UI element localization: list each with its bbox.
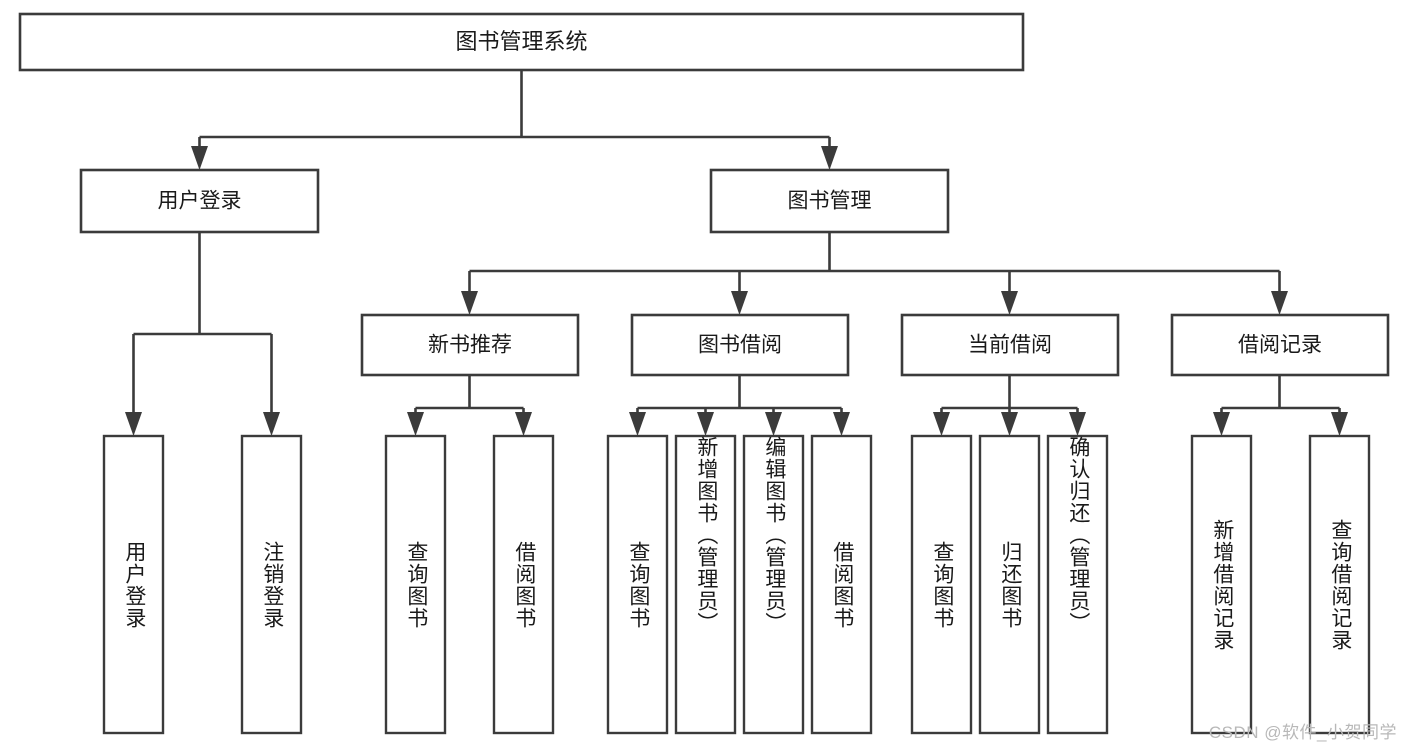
arrow-head-user-login (191, 146, 208, 170)
node-current-borrow[interactable] (900, 313, 1120, 377)
arrow-head-leaf-confirm-return (1069, 412, 1086, 436)
arrow-head-book-management (821, 146, 838, 170)
leaf-box-borrow-book-2[interactable] (810, 434, 873, 735)
node-book-management[interactable] (709, 168, 950, 234)
arrow-head-leaf-borrow-book-2 (833, 412, 850, 436)
node-current-borrow-label: 当前借阅 (968, 334, 1052, 357)
arrow-head-leaf-query-book-1 (407, 412, 424, 436)
node-borrow-record[interactable] (1170, 313, 1390, 377)
node-title-box[interactable] (18, 12, 1025, 72)
leaf-box-query-book-2[interactable] (606, 434, 669, 735)
leaf-box-user-login[interactable] (102, 434, 165, 735)
arrow-head-new-book-recommend (461, 291, 478, 315)
leaf-box-query-borrow-record[interactable] (1308, 434, 1371, 735)
leaf-box-return-book[interactable] (978, 434, 1041, 735)
arrow-head-leaf-query-book-2 (629, 412, 646, 436)
connector-layer (125, 70, 1348, 436)
leaf-box-borrow-book-1[interactable] (492, 434, 555, 735)
node-book-borrow[interactable] (630, 313, 850, 377)
leaf-box-query-book-3[interactable] (910, 434, 973, 735)
leaf-box-add-borrow-record[interactable] (1190, 434, 1253, 735)
arrow-head-leaf-query-book-3 (933, 412, 950, 436)
csdn-watermark: CSDN @软件_小贺同学 (1208, 723, 1397, 742)
arrow-head-leaf-borrow-book-1 (515, 412, 532, 436)
arrow-head-borrow-record (1271, 291, 1288, 315)
arrow-head-leaf-logout-login (263, 412, 280, 436)
arrow-head-leaf-return-book (1001, 412, 1018, 436)
node-borrow-record-label: 借阅记录 (1238, 334, 1322, 357)
arrow-head-book-borrow (731, 291, 748, 315)
node-new-book-recommend[interactable] (360, 313, 580, 377)
arrow-head-current-borrow (1001, 291, 1018, 315)
node-book-borrow-label: 图书借阅 (698, 334, 782, 357)
node-layer: 图书管理系统 用户登录 图书管理 新书推荐 图书借阅 当前借阅 借阅记录 (18, 12, 1390, 735)
node-title-label: 图书管理系统 (455, 29, 587, 54)
node-user-login-label: 用户登录 (158, 190, 242, 213)
node-new-book-recommend-label: 新书推荐 (428, 334, 512, 357)
leaf-box-edit-book[interactable] (742, 434, 805, 735)
node-book-management-label: 图书管理 (788, 190, 872, 213)
arrow-head-leaf-user-login (125, 412, 142, 436)
arrow-head-leaf-query-borrow-record (1331, 412, 1348, 436)
arrow-head-leaf-edit-book (765, 412, 782, 436)
leaf-box-query-book-1[interactable] (384, 434, 447, 735)
arrow-head-leaf-add-book (697, 412, 714, 436)
node-user-login[interactable] (79, 168, 320, 234)
leaf-box-confirm-return[interactable] (1046, 434, 1109, 735)
leaf-box-logout-login[interactable] (240, 434, 303, 735)
arrow-head-leaf-add-borrow-record (1213, 412, 1230, 436)
leaf-box-add-book[interactable] (674, 434, 737, 735)
